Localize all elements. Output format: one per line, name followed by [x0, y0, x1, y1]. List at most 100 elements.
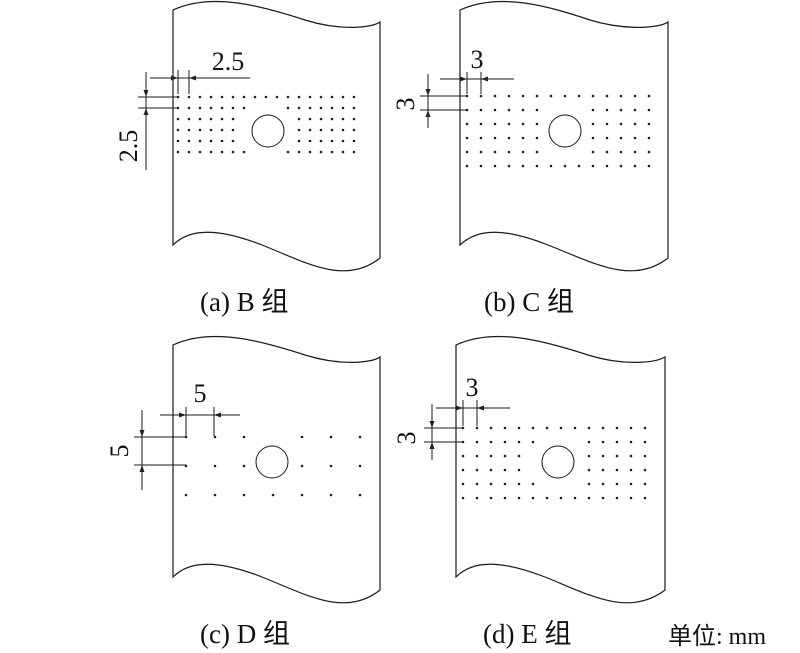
- grid-dot: [549, 164, 553, 168]
- grid-dot: [242, 464, 246, 468]
- grid-dot: [198, 95, 202, 99]
- caption-panel-c: (c) D 组: [200, 619, 290, 649]
- grid-dot: [308, 139, 312, 143]
- grid-dot: [209, 128, 213, 132]
- grid-dot: [209, 150, 213, 154]
- grid-dot: [591, 108, 595, 112]
- panel-c-group: 3 3: [391, 0, 669, 272]
- grid-dot: [489, 440, 493, 444]
- pitch-label-y: 5: [105, 445, 134, 458]
- grid-dot: [300, 493, 304, 497]
- grid-dot: [176, 117, 180, 121]
- grid-dot: [573, 496, 577, 500]
- panel-d-group: 5 5: [105, 335, 381, 604]
- grid-dot: [358, 493, 362, 497]
- grid-dot: [489, 496, 493, 500]
- grid-dot: [286, 95, 290, 99]
- grid-dot: [341, 106, 345, 110]
- grid-dot: [503, 454, 507, 458]
- grid-dot: [535, 108, 539, 112]
- caption-panel-d: (d) E 组: [483, 619, 572, 649]
- grid-dot: [615, 482, 619, 486]
- grid-dot: [479, 164, 483, 168]
- pitch-dimension-y: 3: [391, 74, 467, 128]
- pitch-dimension-x: 5: [160, 379, 240, 436]
- grid-dot: [615, 496, 619, 500]
- grid-dot: [605, 150, 609, 154]
- grid-dot: [587, 426, 591, 430]
- grid-dot: [461, 482, 465, 486]
- grid-dot: [643, 426, 647, 430]
- grid-dot: [605, 164, 609, 168]
- grid-dot: [319, 139, 323, 143]
- grid-dot: [629, 482, 633, 486]
- grid-dot: [465, 164, 469, 168]
- grid-dot: [573, 426, 577, 430]
- grid-dot: [461, 468, 465, 472]
- center-hole: [548, 114, 582, 148]
- grid-dot: [559, 496, 563, 500]
- grid-dot: [184, 493, 188, 497]
- grid-dot: [563, 164, 567, 168]
- grid-dot: [465, 122, 469, 126]
- grid-dot: [503, 468, 507, 472]
- grid-dot: [198, 128, 202, 132]
- grid-dot: [297, 128, 301, 132]
- grid-dot: [465, 150, 469, 154]
- grid-dot: [308, 150, 312, 154]
- grid-dot: [633, 164, 637, 168]
- grid-dot: [308, 106, 312, 110]
- grid-dot: [647, 150, 651, 154]
- grid-dot: [629, 440, 633, 444]
- grid-dot: [358, 435, 362, 439]
- grid-dot: [517, 426, 521, 430]
- grid-dot: [358, 464, 362, 468]
- caption-panel-b: (b) C 组: [484, 287, 574, 317]
- grid-dot: [213, 435, 217, 439]
- grid-dot: [479, 108, 483, 112]
- grid-dot: [587, 482, 591, 486]
- grid-dot: [619, 108, 623, 112]
- grid-dot: [601, 482, 605, 486]
- grid-dot: [507, 122, 511, 126]
- grid-dot: [176, 128, 180, 132]
- grid-dot: [615, 454, 619, 458]
- grid-dot: [220, 117, 224, 121]
- grid-dot: [475, 454, 479, 458]
- pitch-label-x: 5: [194, 379, 207, 408]
- grid-dot: [213, 464, 217, 468]
- grid-dot: [643, 454, 647, 458]
- grid-dot: [341, 150, 345, 154]
- grid-dot: [242, 435, 246, 439]
- grid-dot: [231, 139, 235, 143]
- grid-dot: [517, 496, 521, 500]
- grid-dot: [601, 440, 605, 444]
- grid-dot: [591, 122, 595, 126]
- grid-dot: [493, 136, 497, 140]
- sheet-outline: [459, 0, 669, 272]
- pitch-dimension-x: 2.5: [150, 47, 250, 94]
- grid-dot: [531, 482, 535, 486]
- pitch-dimension-y: 5: [105, 410, 186, 490]
- grid-dot: [503, 440, 507, 444]
- grid-dot: [521, 122, 525, 126]
- grid-dot: [647, 122, 651, 126]
- grid-dot: [187, 106, 191, 110]
- grid-dot: [605, 108, 609, 112]
- grid-dot: [489, 426, 493, 430]
- panel-e-group: 3 3: [392, 335, 666, 604]
- sheet-outline: [172, 335, 381, 604]
- grid-dot: [198, 106, 202, 110]
- grid-dot: [643, 440, 647, 444]
- grid-dot: [330, 106, 334, 110]
- grid-dot: [209, 139, 213, 143]
- grid-dot: [271, 493, 275, 497]
- grid-dot: [493, 164, 497, 168]
- grid-dot: [647, 94, 651, 98]
- grid-dot: [300, 464, 304, 468]
- grid-dot: [521, 150, 525, 154]
- grid-dot: [461, 454, 465, 458]
- grid-dot: [297, 95, 301, 99]
- grid-dot: [352, 95, 356, 99]
